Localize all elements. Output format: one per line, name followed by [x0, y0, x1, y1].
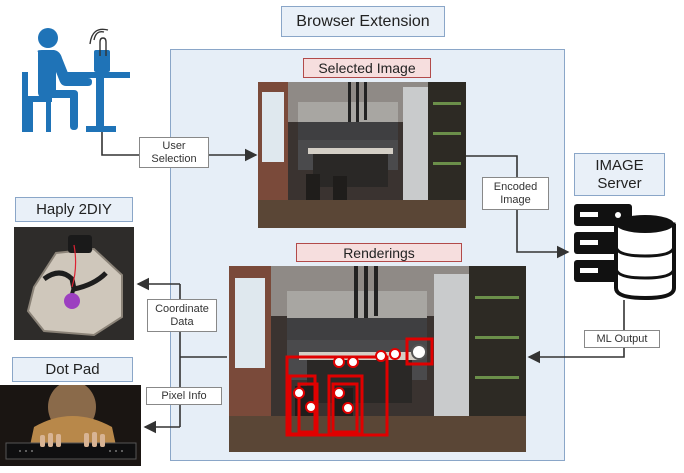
haply-label-text: Haply 2DIY	[36, 201, 112, 218]
dot-pad-label: Dot Pad	[12, 357, 133, 382]
renderings-label-text: Renderings	[343, 244, 415, 261]
edge-coord-line2: Data	[170, 315, 194, 328]
edge-user-line2: Selection	[151, 152, 197, 165]
edge-encoded-line2: Image	[500, 193, 531, 206]
user-at-desk-icon	[22, 28, 130, 132]
selected-image-label-text: Selected Image	[318, 60, 416, 76]
edge-coord-line1: Coordinate	[155, 302, 209, 315]
edge-ml-text: ML Output	[596, 332, 648, 345]
browser-extension-title: Browser Extension	[281, 6, 445, 37]
arrow-ml-output	[527, 300, 625, 364]
haply-device-photo	[14, 227, 134, 340]
server-line2: Server	[597, 174, 642, 192]
renderings-label: Renderings	[296, 243, 462, 262]
edge-encoded-line1: Encoded	[493, 180, 538, 193]
selected-kitchen-image	[258, 82, 466, 228]
dot-pad-label-text: Dot Pad	[45, 361, 100, 378]
dot-pad-photo	[0, 385, 141, 466]
haply-label: Haply 2DIY	[15, 197, 133, 222]
selected-image-label: Selected Image	[303, 58, 431, 78]
server-line1: IMAGE	[595, 156, 644, 174]
edge-label-ml-output: ML Output	[584, 330, 660, 348]
title-text: Browser Extension	[296, 12, 430, 30]
edge-user-line1: User	[162, 139, 186, 152]
edge-pixel-text: Pixel Info	[161, 389, 207, 402]
edge-label-pixel-info: Pixel Info	[146, 387, 222, 405]
rendered-kitchen-image	[229, 266, 526, 452]
server-database-icon	[574, 204, 676, 300]
